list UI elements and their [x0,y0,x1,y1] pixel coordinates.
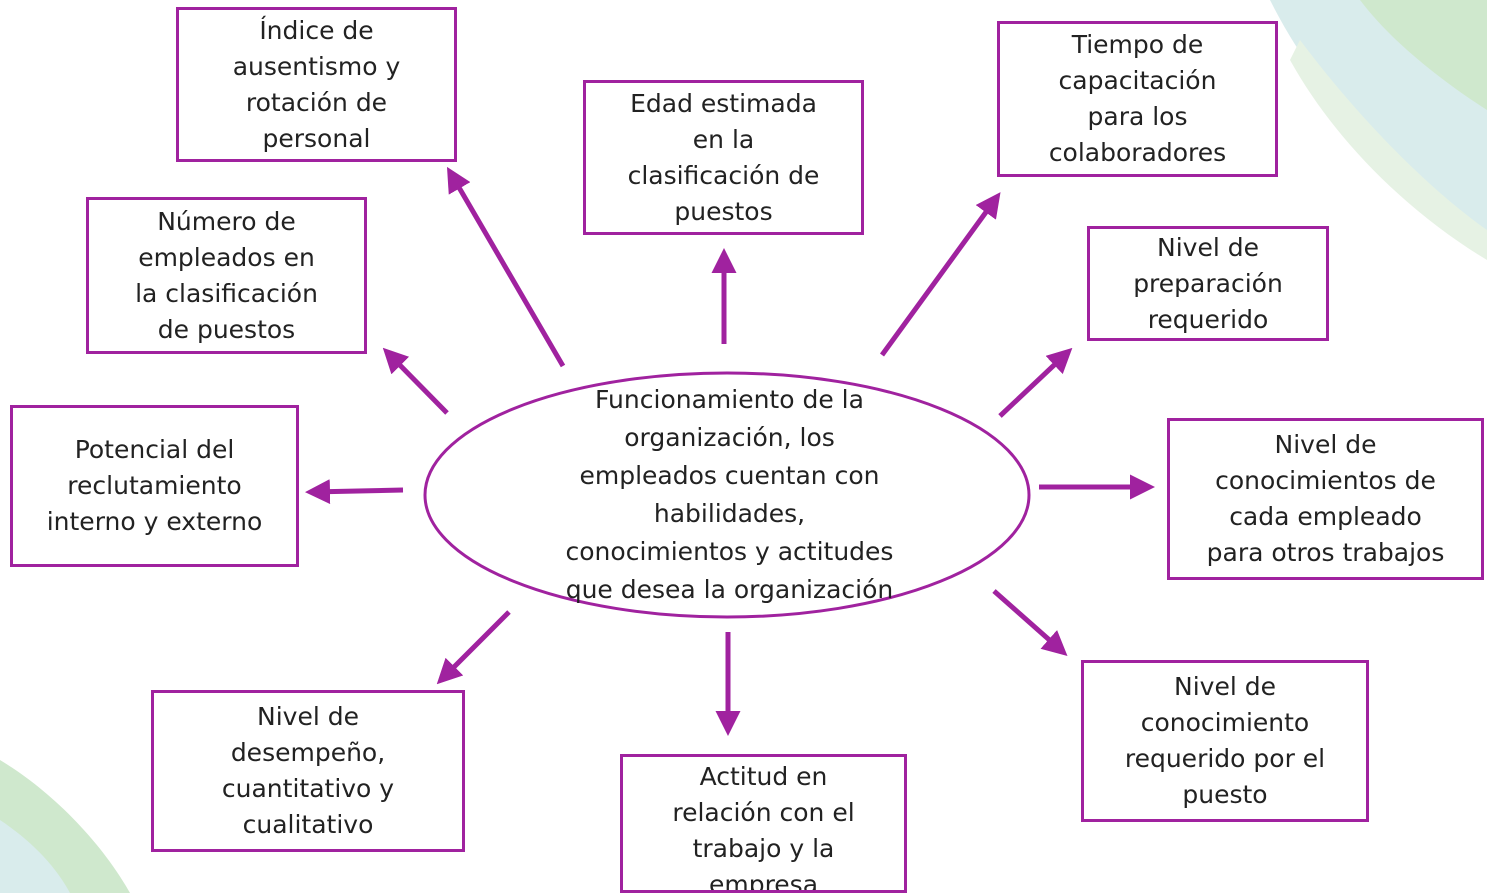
arrow-to-conocimiento-puesto [992,589,1068,656]
node-actitud: Actitud en relación con el trabajo y la … [620,754,907,893]
node-conocimientos-otros: Nivel de conocimientos de cada empleado … [1167,418,1484,580]
node-numero-empleados: Número de empleados en la clasificación … [86,197,367,354]
node-capacitacion: Tiempo de capacitación para los colabora… [997,21,1278,177]
arrow-to-reclutamiento [305,479,404,505]
top-right-green-swoosh [1360,0,1487,110]
node-reclutamiento: Potencial del reclutamiento interno y ex… [10,405,299,567]
center-ellipse [423,371,1031,619]
arrow-to-ausentismo [446,166,566,368]
arrow-to-numero-empleados [382,347,449,415]
bottom-left-teal-swoosh [0,820,70,893]
arrow-to-preparacion [998,347,1073,418]
node-preparacion: Nivel de preparación requerido [1087,226,1329,341]
arrow-to-desempeno [436,610,511,685]
node-ausentismo: Índice de ausentismo y rotación de perso… [176,7,457,162]
node-conocimiento-puesto: Nivel de conocimiento requerido por el p… [1081,660,1369,822]
center-node-text: Funcionamiento de la organización, los e… [565,385,894,604]
node-edad: Edad estimada en la clasificación de pue… [583,80,864,235]
node-desempeno: Nivel de desempeño, cuantitativo y cuali… [151,690,465,852]
arrow-to-capacitacion [879,192,1001,357]
top-right-light-band [1290,40,1487,260]
